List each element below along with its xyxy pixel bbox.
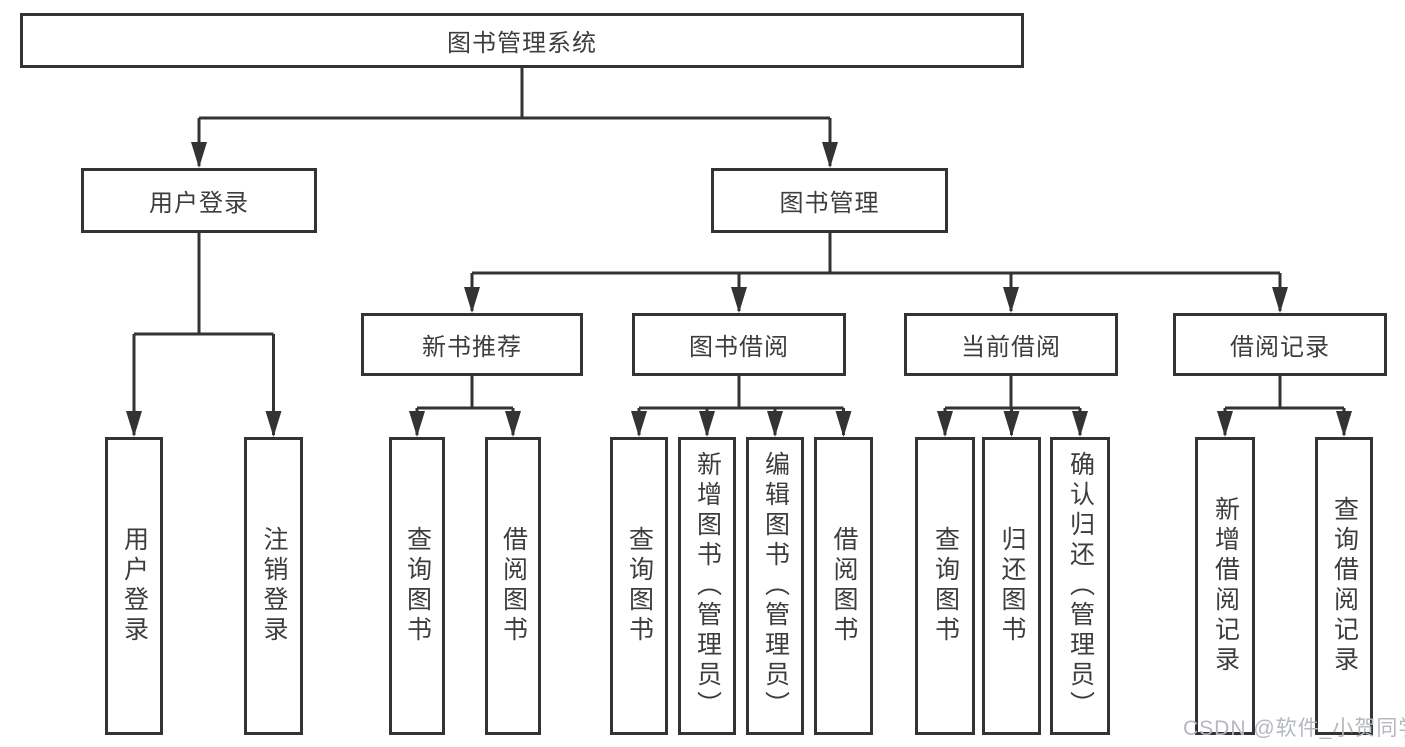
leaf-newbook-query-books: 查询图书 [389,437,445,735]
connector-records-to-leaves [1223,376,1346,435]
node-root: 图书管理系统 [20,13,1024,68]
node-book-borrowing-label: 图书借阅 [689,334,789,361]
leaf-records-query-record-label: 查询借阅记录 [1330,496,1359,676]
leaf-borrow-borrow-books: 借阅图书 [814,437,873,735]
leaf-records-query-record: 查询借阅记录 [1315,437,1373,735]
node-book-management: 图书管理 [711,168,948,233]
leaf-newbook-borrow-books-label: 借阅图书 [499,526,528,646]
node-user-login: 用户登录 [81,168,317,233]
node-current-borrowing: 当前借阅 [904,313,1118,376]
leaf-current-return-books: 归还图书 [982,437,1041,735]
leaf-borrow-query-books-label: 查询图书 [625,526,654,646]
leaf-logout-label: 注销登录 [260,526,288,646]
leaf-borrow-edit-books-admin: 编辑图书（管理员） [746,437,804,735]
leaf-current-confirm-return-admin: 确认归还（管理员） [1050,437,1110,735]
leaf-borrow-query-books: 查询图书 [610,437,668,735]
leaf-borrow-add-books-admin: 新增图书（管理员） [678,437,736,735]
node-user-login-label: 用户登录 [149,190,249,217]
node-book-management-label: 图书管理 [779,190,880,217]
leaf-current-confirm-return-admin-label: 确认归还（管理员） [1066,451,1095,721]
connector-borrow-to-leaves [637,376,845,435]
connector-root-to-level1 [197,68,832,166]
leaf-user-login-label: 用户登录 [120,526,149,646]
leaf-borrow-add-books-admin-label: 新增图书（管理员） [693,451,722,721]
leaf-logout: 注销登录 [244,437,303,735]
node-new-book-recommendation-label: 新书推荐 [422,334,522,361]
connector-bookmgmt-to-sections [470,233,1282,311]
leaf-records-add-record: 新增借阅记录 [1195,437,1255,735]
node-book-borrowing: 图书借阅 [632,313,846,376]
connector-userlogin-to-leaves [132,233,275,435]
leaf-newbook-borrow-books: 借阅图书 [485,437,541,735]
leaf-borrow-borrow-books-label: 借阅图书 [830,526,858,646]
leaf-user-login: 用户登录 [105,437,163,735]
leaf-current-query-books: 查询图书 [915,437,975,735]
leaf-current-return-books-label: 归还图书 [998,526,1026,646]
node-current-borrowing-label: 当前借阅 [961,334,1061,361]
csdn-watermark: CSDN @软件_小贺同学 [1183,717,1405,740]
node-root-label: 图书管理系统 [447,30,597,57]
leaf-current-query-books-label: 查询图书 [931,526,960,646]
arrowheads [126,142,1352,437]
leaf-records-add-record-label: 新增借阅记录 [1211,496,1240,676]
node-new-book-recommendation: 新书推荐 [361,313,583,376]
leaf-borrow-edit-books-admin-label: 编辑图书（管理员） [761,451,790,721]
node-borrowing-records-label: 借阅记录 [1230,334,1330,361]
node-borrowing-records: 借阅记录 [1173,313,1387,376]
connector-newbook-to-leaves [415,376,515,435]
leaf-newbook-query-books-label: 查询图书 [403,526,432,646]
